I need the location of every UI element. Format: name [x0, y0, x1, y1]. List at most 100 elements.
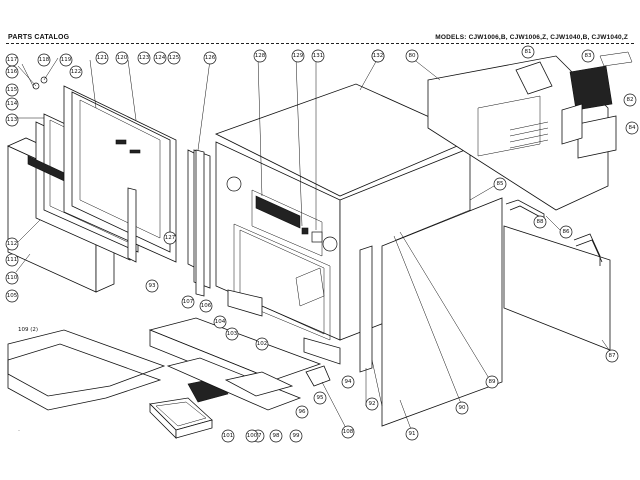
callout-circle: [365, 397, 379, 411]
callout-121: 121: [95, 51, 109, 65]
callout-109: 109 (2): [18, 327, 38, 333]
latch-hook: [305, 365, 331, 387]
callout-circle: [37, 53, 51, 67]
callout-80: 80: [405, 49, 419, 63]
callout-label: 110: [7, 275, 18, 281]
callout-91: 91: [405, 427, 419, 441]
callout-circle: [203, 51, 217, 65]
callout-label: 128: [255, 53, 266, 59]
callout-circle: [493, 177, 507, 191]
callout-120: 120: [115, 51, 129, 65]
callout-circle: [245, 429, 259, 443]
callout-124: 124: [153, 51, 167, 65]
callout-circle: [341, 425, 355, 439]
callout-circle: [455, 401, 469, 415]
callout-circle: [521, 45, 535, 59]
callout-circle: [313, 391, 327, 405]
callout-circle: [253, 49, 267, 63]
callout-label: 126: [205, 55, 216, 61]
callout-label: 99: [293, 433, 300, 439]
callout-127: 127: [163, 231, 177, 245]
callout-label: 111: [7, 257, 18, 263]
callout-circle: [59, 53, 73, 67]
bottom-front-panel: [148, 317, 322, 411]
callout-label: 98: [273, 433, 280, 439]
callout-label: 116: [7, 69, 18, 75]
callout-81: 81: [521, 45, 535, 59]
callout-label: 94: [345, 379, 352, 385]
callout-115: 115: [5, 83, 19, 97]
callout-label: 124: [155, 55, 166, 61]
callout-label: 131: [313, 53, 324, 59]
callout-84: 84: [625, 121, 639, 135]
callout-label: 113: [7, 117, 18, 123]
header-bar: PARTS CATALOG MODELS: CJW1006,B, CJW1006…: [0, 0, 640, 44]
callout-89: 89: [485, 375, 499, 389]
callout-circle: [163, 231, 177, 245]
callout-106: 106: [199, 299, 213, 313]
callout-label: 93: [149, 283, 156, 289]
callout-label: 96: [299, 409, 306, 415]
callout-circle: [559, 225, 573, 239]
callout-100: 100: [245, 429, 259, 443]
callout-circle: [181, 295, 195, 309]
callout-circle: [5, 113, 19, 127]
callout-label: 109 (2): [18, 327, 38, 333]
callout-label: 132: [373, 53, 384, 59]
callout-circle: [5, 97, 19, 111]
callout-label: 89: [489, 379, 496, 385]
callout-circle: [115, 51, 129, 65]
callout-circle: [221, 429, 235, 443]
door-assembly: [7, 63, 211, 293]
callout-circle: [145, 279, 159, 293]
callout-circle: [199, 299, 213, 313]
callout-90: 90: [455, 401, 469, 415]
callout-circle: [5, 237, 19, 251]
callout-label: 88: [537, 219, 544, 225]
callout-label: 102: [257, 341, 268, 347]
callout-label: 117: [7, 57, 18, 63]
callout-circle: [5, 83, 19, 97]
callout-label: 92: [369, 401, 376, 407]
callout-104: 104: [213, 315, 227, 329]
callout-label: 112: [7, 241, 18, 247]
callout-98: 98: [269, 429, 283, 443]
callout-119: 119: [59, 53, 73, 67]
callout-86: 86: [559, 225, 573, 239]
callout-circle: [533, 215, 547, 229]
callout-circle: [623, 93, 637, 107]
callout-circle: [485, 375, 499, 389]
callout-circle: [625, 121, 639, 135]
callout-82: 82: [623, 93, 637, 107]
drip-pan: [149, 397, 213, 439]
callout-circle: [225, 327, 239, 341]
callout-circle: [255, 337, 269, 351]
callout-101: 101: [221, 429, 235, 443]
callout-label: 108: [343, 429, 354, 435]
callout-circle: [167, 51, 181, 65]
callout-102: 102: [255, 337, 269, 351]
callout-105: 105: [5, 289, 19, 303]
callout-circle: [295, 405, 309, 419]
callout-circle: [69, 65, 83, 79]
callout-label: 115: [7, 87, 18, 93]
callout-label: 95: [317, 395, 324, 401]
callout-label: 129: [293, 53, 304, 59]
callout-123: 123: [137, 51, 151, 65]
exhaust-parts: [515, 51, 633, 159]
callout-94: 94: [341, 375, 355, 389]
callout-114: 114: [5, 97, 19, 111]
callout-circle: [291, 49, 305, 63]
callout-circle: [371, 49, 385, 63]
callout-103: 103: [225, 327, 239, 341]
callout-129: 129: [291, 49, 305, 63]
callout-118: 118: [37, 53, 51, 67]
callout-circle: [311, 49, 325, 63]
callout-132: 132: [371, 49, 385, 63]
callout-label: 81: [525, 49, 532, 55]
oven-rack: [7, 329, 166, 411]
callout-label: 90: [459, 405, 466, 411]
callout-88: 88: [533, 215, 547, 229]
callout-116: 116: [5, 65, 19, 79]
